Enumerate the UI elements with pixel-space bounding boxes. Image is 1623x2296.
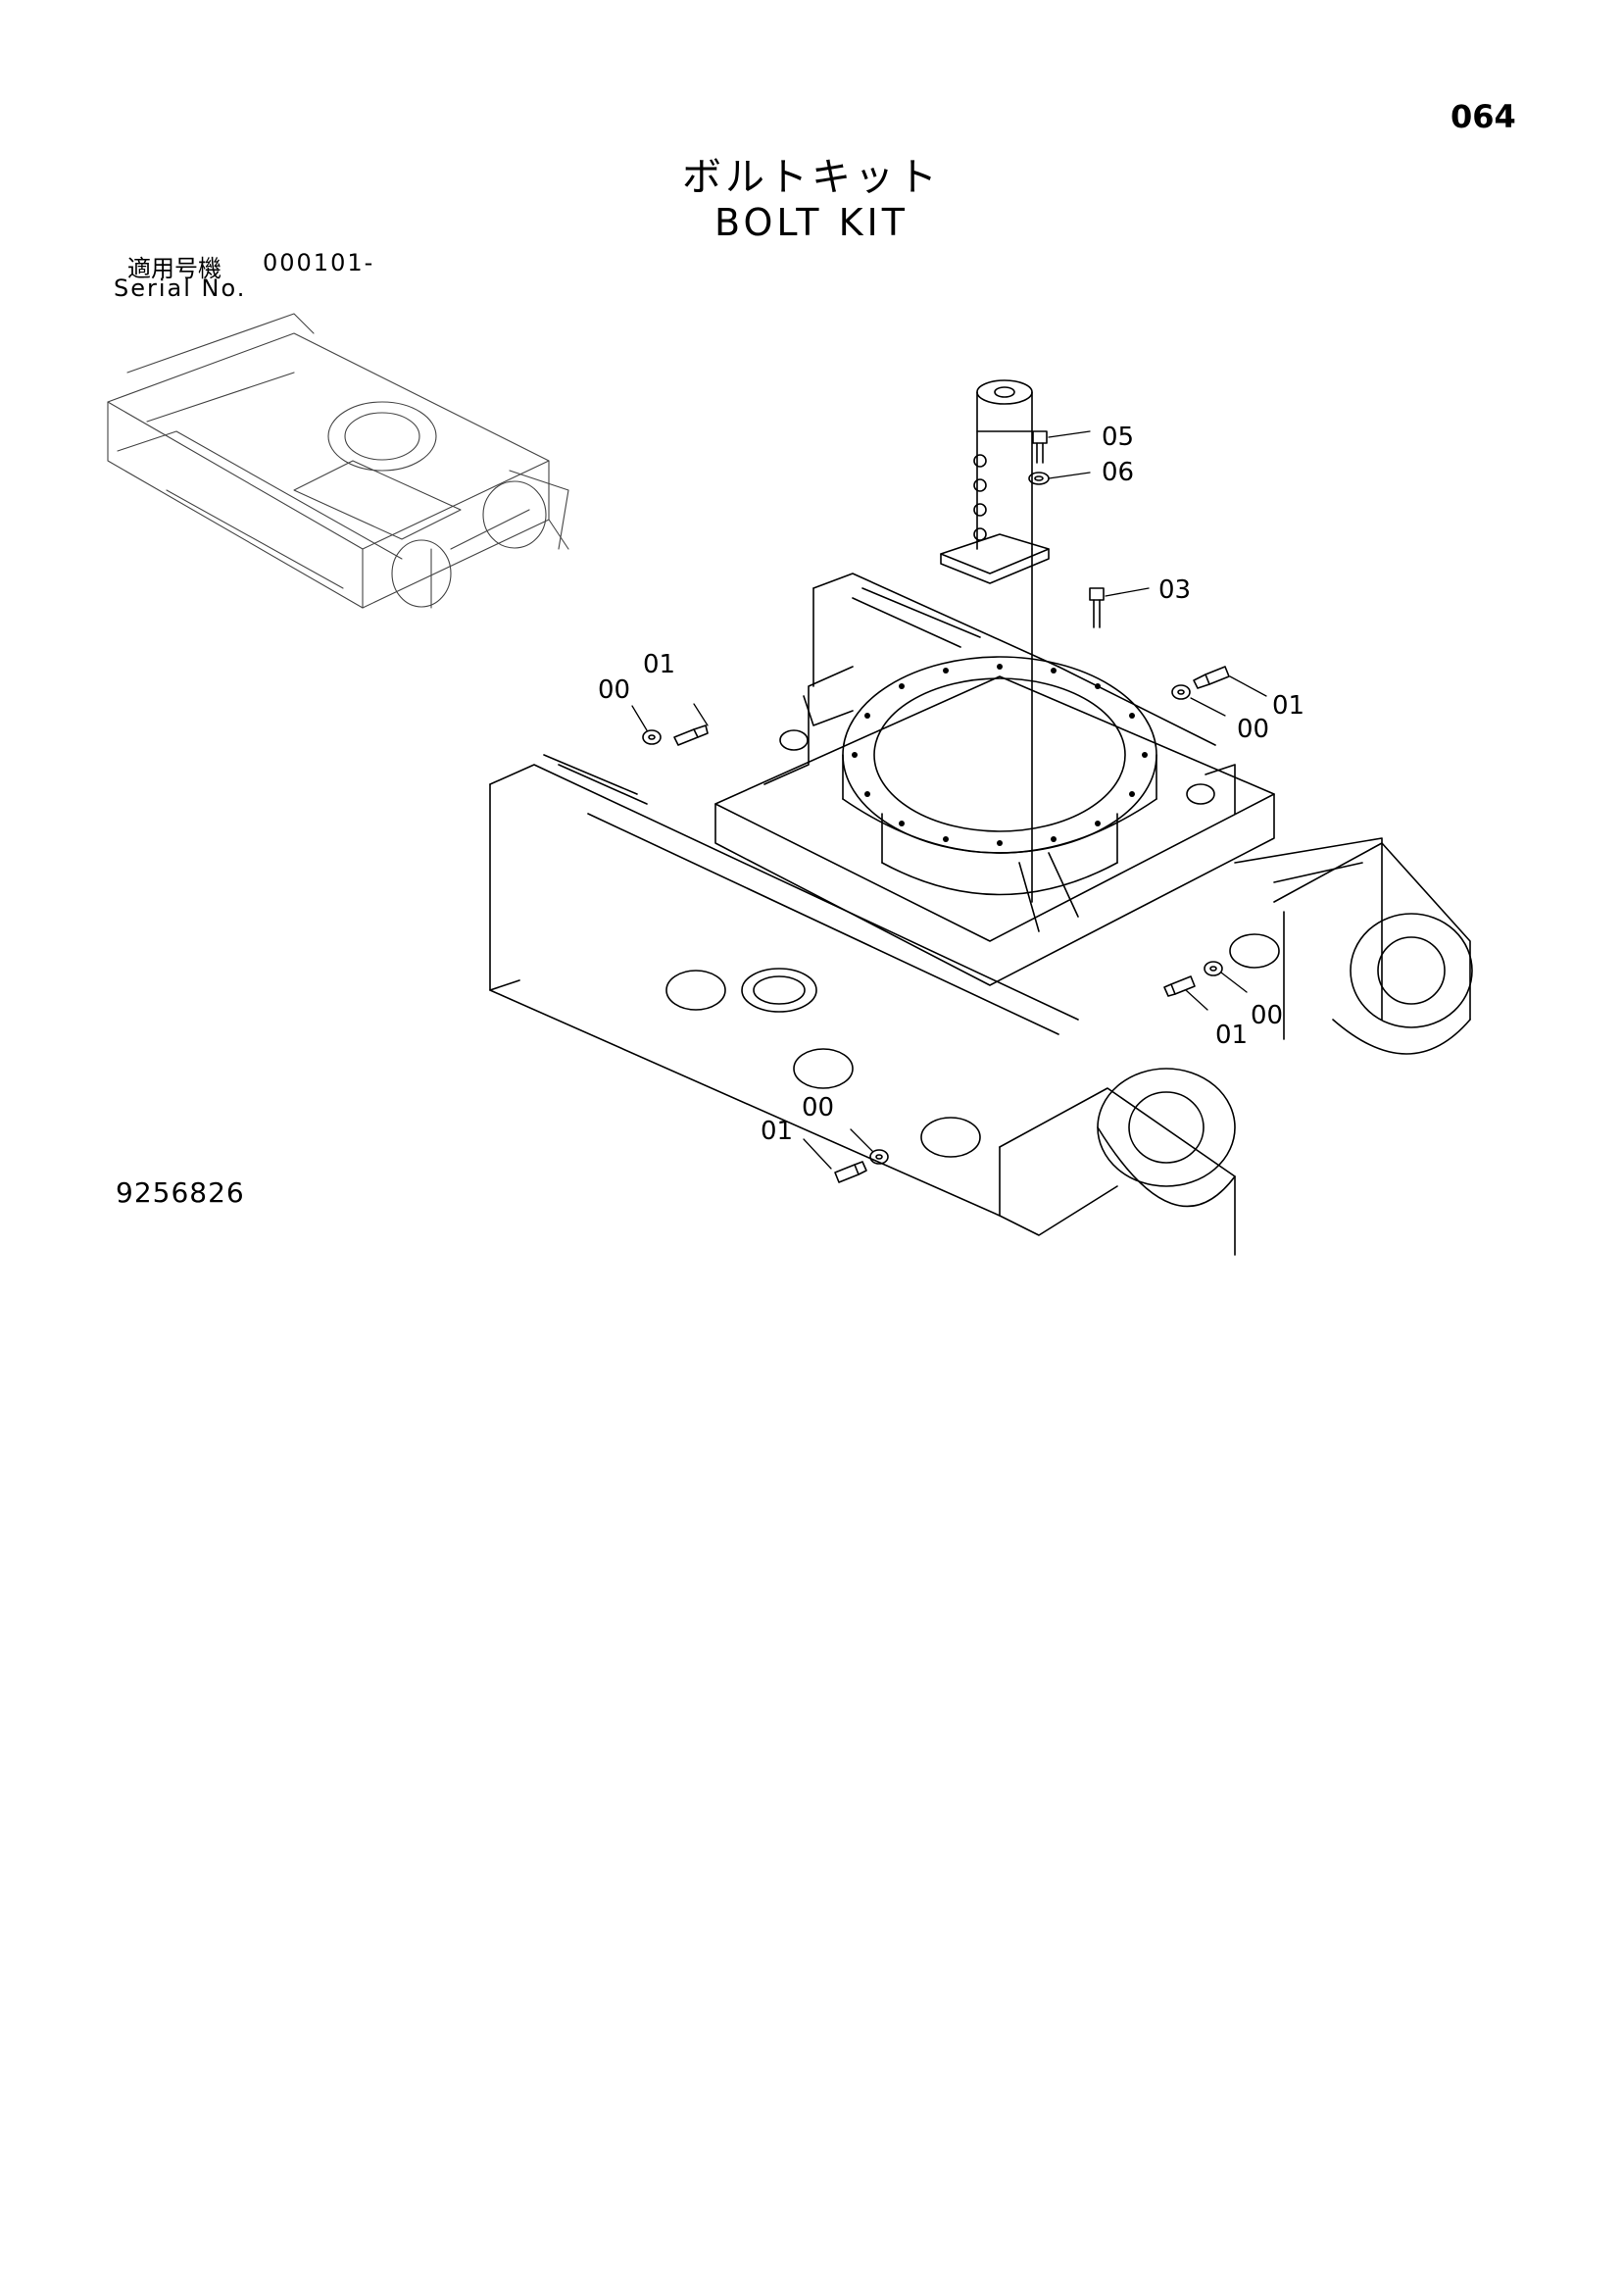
center-joint	[940, 379, 1050, 903]
washer-00-mid	[1204, 961, 1223, 976]
bolt-01-right	[1193, 666, 1230, 689]
serial-label-english: Serial No.	[114, 275, 247, 302]
overview-thumbnail	[107, 313, 569, 609]
washer-00-bottom	[869, 1149, 889, 1165]
serial-label-japanese: 適用号機	[127, 255, 221, 282]
label-01-bottom: 01	[761, 1117, 793, 1146]
label-06: 06	[1102, 458, 1134, 487]
leader-lines	[631, 430, 1267, 1170]
bolt-01-bottom	[834, 1161, 867, 1183]
label-03: 03	[1158, 575, 1191, 605]
title-japanese: ボルトキット	[682, 155, 941, 200]
label-01-mid: 01	[1215, 1021, 1248, 1050]
label-00-right: 00	[1237, 715, 1269, 744]
page-number: 064	[1451, 98, 1516, 135]
label-00-left: 00	[598, 675, 630, 705]
bolt-01-left	[673, 724, 709, 746]
label-00-mid: 00	[1251, 1001, 1283, 1030]
part-labels: 05 06 03 01 00 01 00 01 00 01 00	[598, 423, 1304, 1146]
washer-00-left	[642, 729, 662, 745]
bolt-05	[1032, 430, 1048, 464]
bolt-03	[1089, 587, 1105, 628]
washer-00-right	[1171, 684, 1191, 700]
drawing-number: 9256826	[116, 1176, 245, 1209]
swing-bearing	[842, 656, 1157, 896]
label-05: 05	[1102, 423, 1134, 452]
label-00-bottom: 00	[802, 1093, 834, 1123]
label-01-left: 01	[643, 650, 675, 679]
bolt-01-mid	[1163, 975, 1196, 997]
label-01-right: 01	[1272, 691, 1304, 721]
serial-number-value: 000101-	[263, 249, 375, 276]
title-english: BOLT KIT	[714, 201, 909, 244]
parts-diagram: 05 06 03 01 00 01 00 01 00 01 00	[107, 313, 1473, 1256]
track-frame	[489, 573, 1473, 1256]
